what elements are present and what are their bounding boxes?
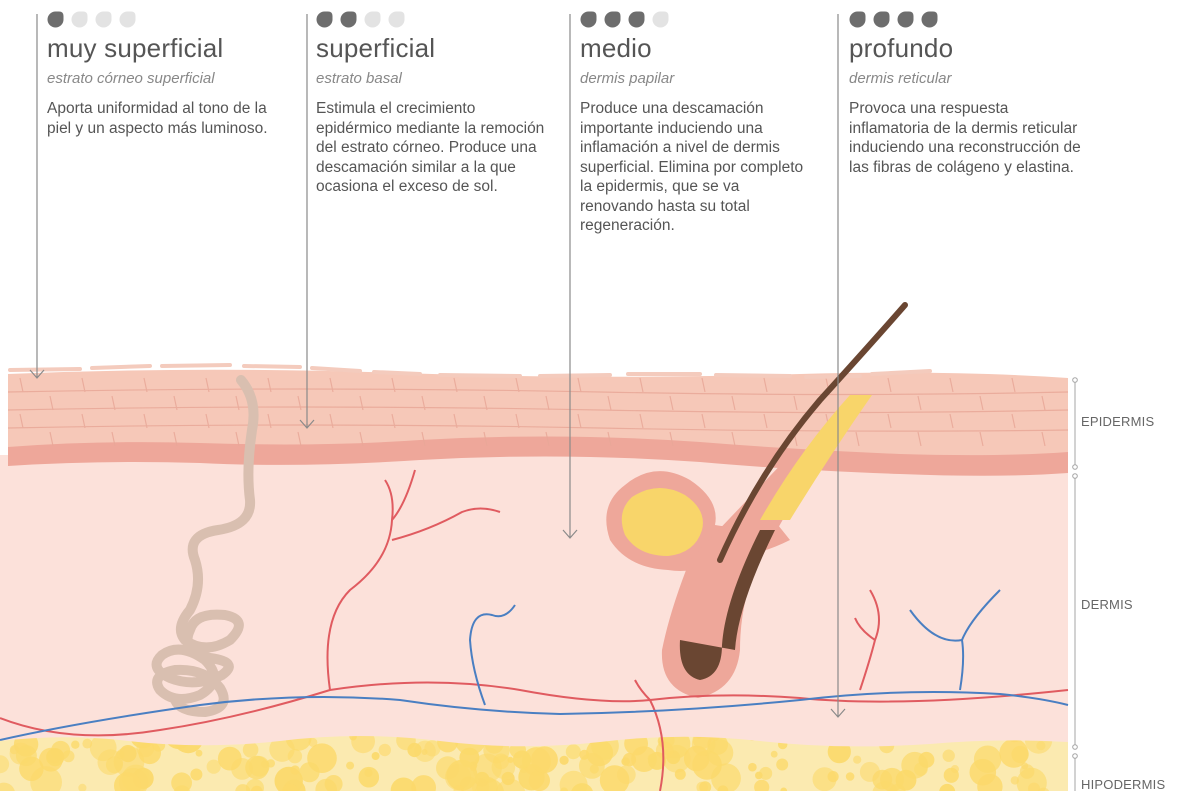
layer-brackets	[1073, 378, 1078, 791]
fat-cell	[379, 744, 391, 756]
depth-dot-filled	[873, 11, 890, 28]
fat-cell	[529, 770, 550, 791]
fat-cell	[707, 739, 734, 766]
peel-title: superficial	[316, 33, 435, 64]
fat-cell	[771, 751, 778, 758]
depth-dot-empty	[119, 11, 136, 28]
fat-cell	[755, 772, 763, 780]
fat-cell	[999, 739, 1028, 768]
fat-cell	[359, 767, 380, 788]
fat-cell	[860, 762, 880, 782]
fat-cell	[290, 765, 299, 774]
depth-dot-empty	[95, 11, 112, 28]
depth-level-indicator	[580, 11, 669, 29]
fat-cell	[846, 772, 855, 781]
fat-cell	[1036, 741, 1045, 750]
depth-dot-filled	[628, 11, 645, 28]
depth-arrow	[300, 14, 314, 428]
depth-dot-empty	[364, 11, 381, 28]
depth-dot-filled	[580, 11, 597, 28]
layer-label-epidermis: EPIDERMIS	[1081, 414, 1154, 429]
fat-cell	[245, 756, 269, 780]
fat-cell	[560, 756, 569, 765]
dermis-layer	[0, 455, 1068, 746]
layer-label-dermis: DERMIS	[1081, 597, 1133, 612]
fat-cell	[901, 752, 928, 779]
fat-cell	[196, 750, 203, 757]
fat-cell	[943, 750, 955, 762]
peel-description: Produce una descamación importante induc…	[580, 99, 816, 236]
fat-cell	[243, 742, 259, 758]
depth-dot-empty	[652, 11, 669, 28]
fat-cell	[1011, 776, 1019, 784]
peel-title: medio	[580, 33, 652, 64]
fat-cell	[138, 742, 161, 765]
fat-cell	[288, 749, 302, 763]
fat-cell	[299, 762, 319, 782]
depth-dot-filled	[849, 11, 866, 28]
fat-cell	[944, 768, 959, 783]
fat-cell	[119, 745, 136, 762]
depth-dot-empty	[388, 11, 405, 28]
fat-cell	[853, 756, 861, 764]
fat-cell	[414, 741, 435, 762]
fat-cell	[207, 760, 221, 774]
depth-level-indicator	[849, 11, 938, 29]
peel-layer-target: dermis reticular	[849, 70, 952, 87]
peel-layer-target: estrato córneo superficial	[47, 70, 215, 87]
fat-cell	[776, 759, 788, 771]
peel-layer-target: dermis papilar	[580, 70, 674, 87]
fat-cell	[71, 741, 79, 749]
peel-description: Estimula el crecimiento epidérmico media…	[316, 99, 552, 197]
peel-title: muy superficial	[47, 33, 223, 64]
fat-cell	[974, 746, 1001, 773]
fat-cell	[566, 744, 581, 759]
fat-cell	[51, 741, 70, 760]
depth-dot-empty	[71, 11, 88, 28]
depth-arrow	[30, 14, 44, 378]
fat-cell	[16, 745, 37, 766]
peel-title: profundo	[849, 33, 953, 64]
depth-dot-filled	[921, 11, 938, 28]
depth-dot-filled	[897, 11, 914, 28]
fat-cell	[372, 752, 380, 760]
fat-cell	[346, 762, 354, 770]
fat-cell	[621, 757, 629, 765]
depth-dot-filled	[316, 11, 333, 28]
depth-level-indicator	[316, 11, 405, 29]
peel-layer-target: estrato basal	[316, 70, 402, 87]
depth-dot-filled	[604, 11, 621, 28]
fat-cell	[748, 763, 757, 772]
fat-cell	[513, 751, 531, 769]
fat-cell	[675, 769, 686, 780]
peel-description: Aporta uniformidad al tono de la piel y …	[47, 99, 283, 138]
depth-dot-filled	[340, 11, 357, 28]
fat-cell	[190, 769, 202, 781]
depth-level-indicator	[47, 11, 136, 29]
depth-dot-filled	[47, 11, 64, 28]
layer-label-hypodermis: HIPODERMIS	[1081, 777, 1165, 792]
fat-cell	[470, 765, 476, 771]
fat-cell	[531, 746, 558, 773]
peel-description: Provoca una respuesta inflamatoria de la…	[849, 99, 1085, 177]
fat-cell	[813, 767, 837, 791]
